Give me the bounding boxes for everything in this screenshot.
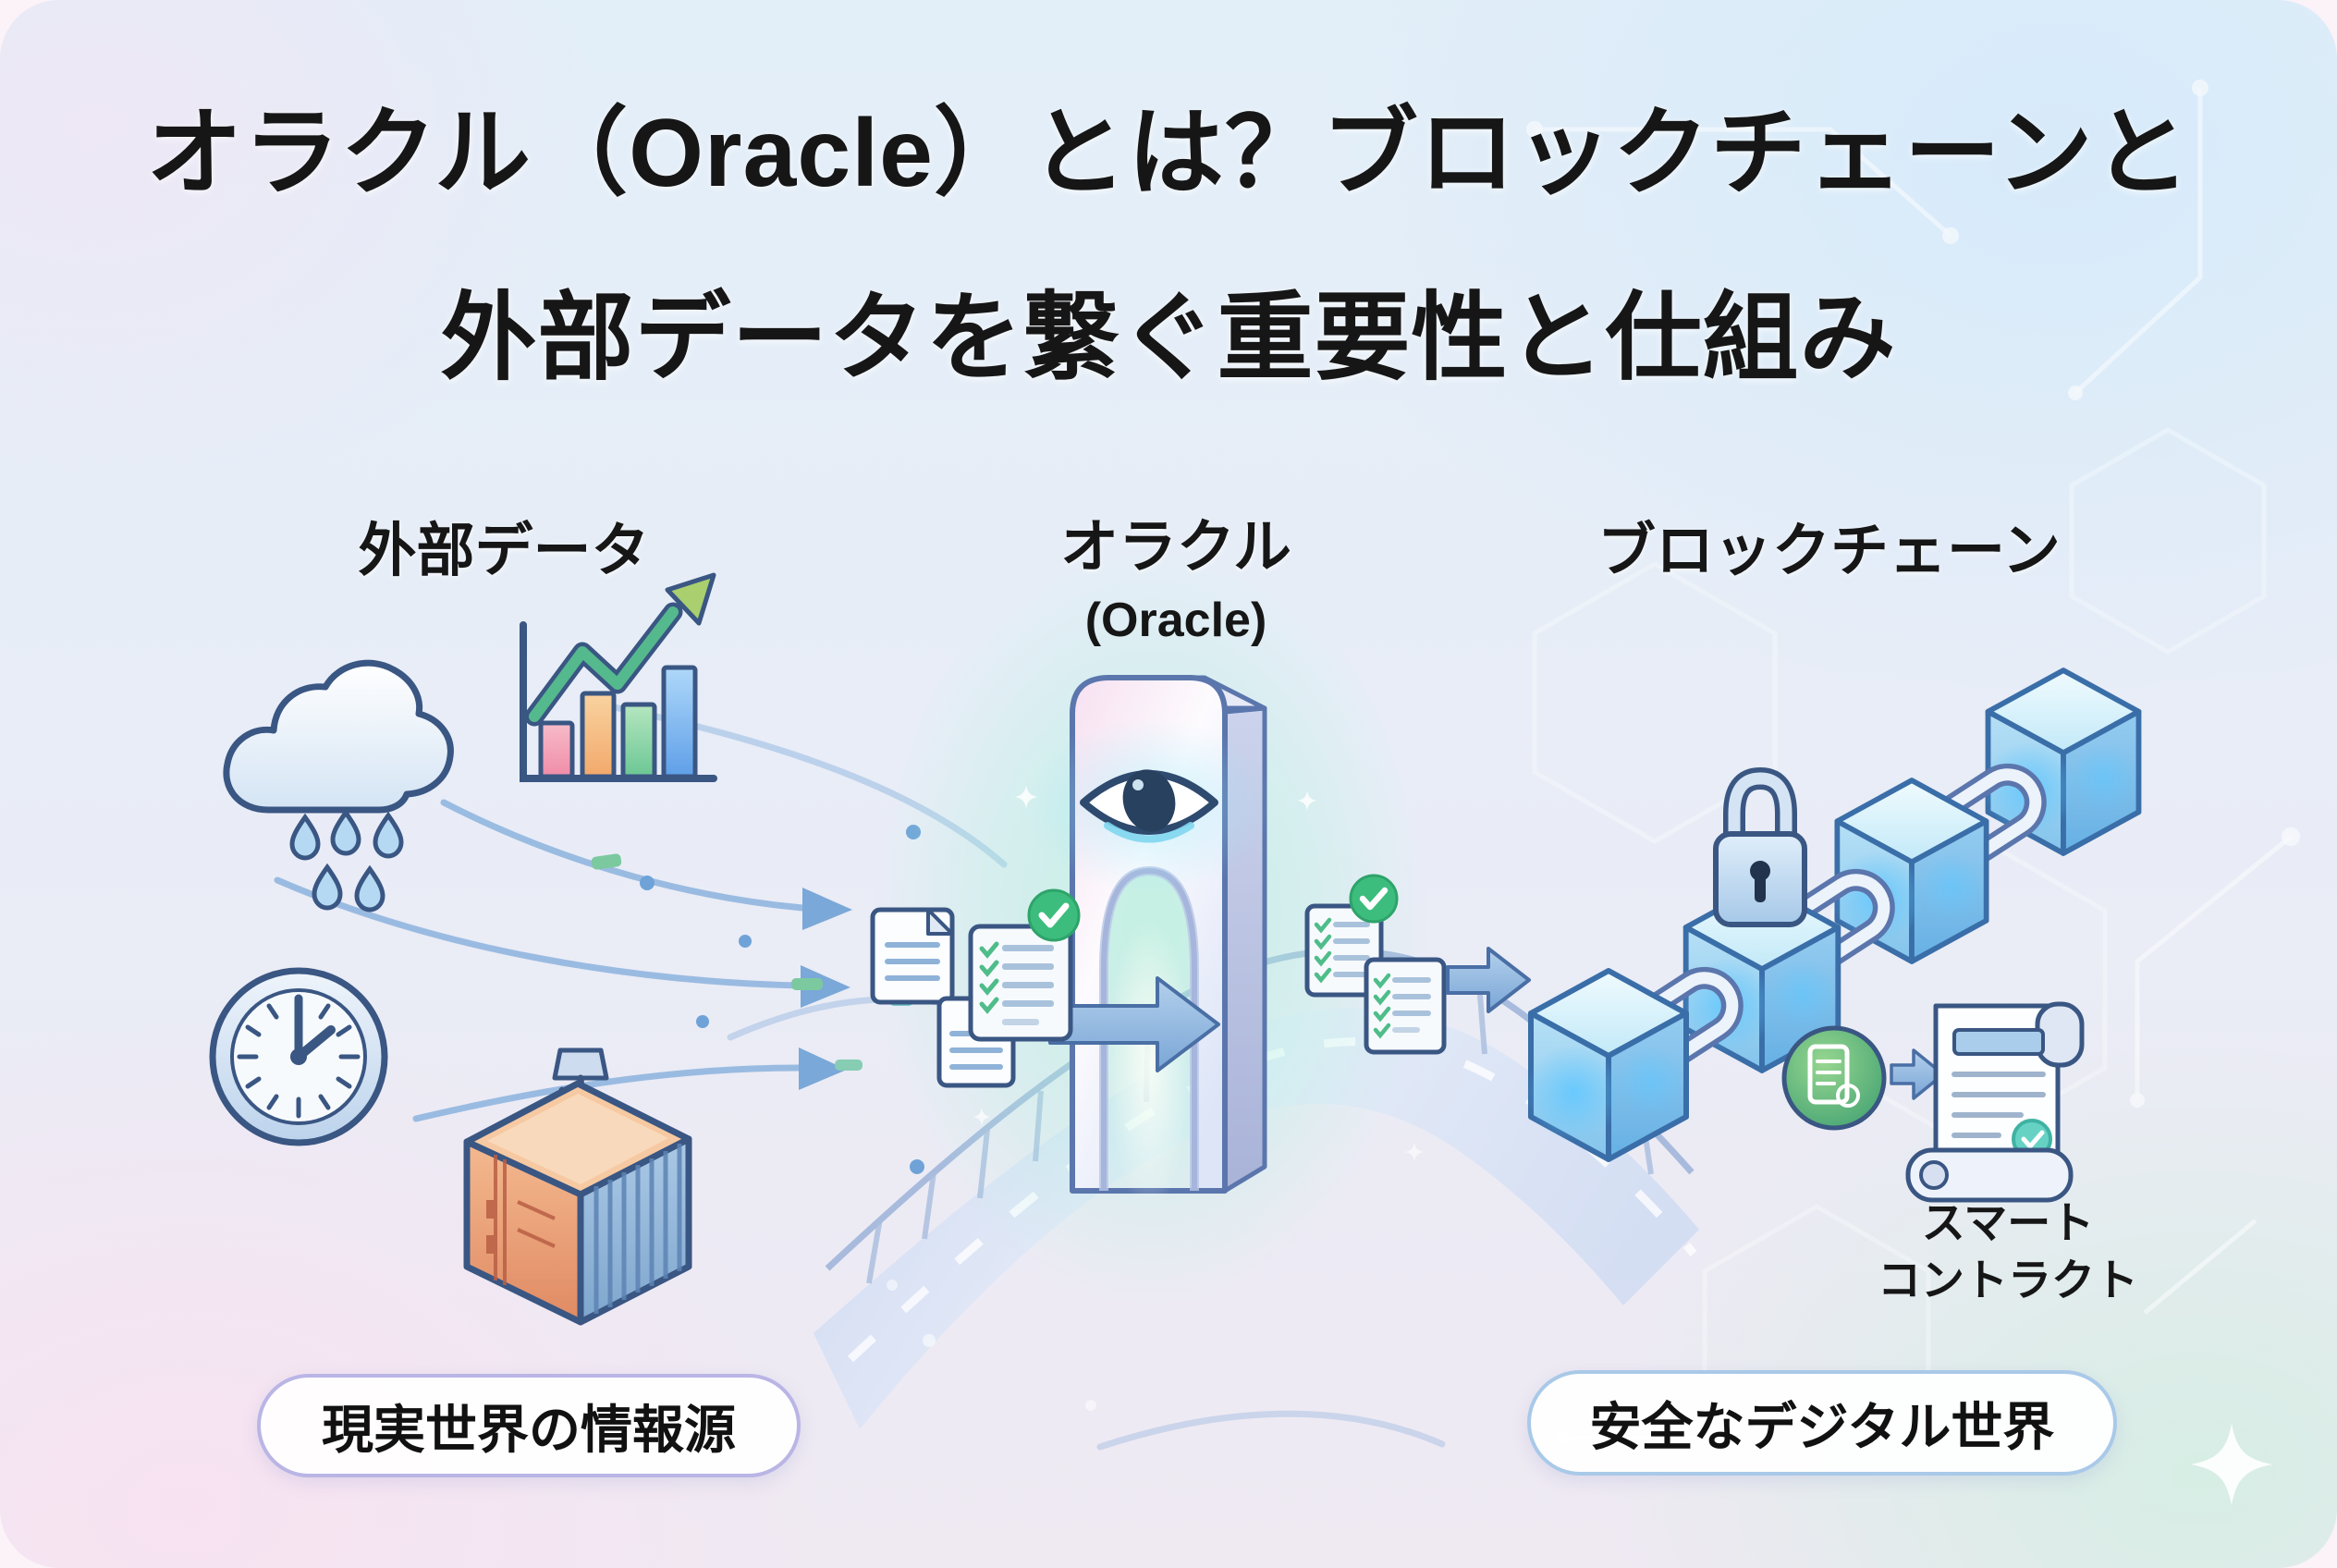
arrow-icon	[1446, 947, 1531, 1013]
verified-checklist-icon	[968, 888, 1081, 1042]
column-label-blockchain: ブロックチェーン	[1597, 519, 2061, 583]
contract-trigger-icon	[1781, 1025, 1887, 1131]
column-label-external-data: 外部データ	[358, 519, 650, 583]
container-ribs	[593, 1144, 682, 1314]
smart-contract-scroll-icon	[1905, 1001, 2085, 1203]
arrow-icon	[1890, 1048, 1945, 1100]
checkmark-badge-icon	[1349, 874, 1399, 924]
eye-icon	[1024, 717, 1274, 895]
safe-digital-world-label: 安全なデジタル世界	[1589, 1397, 2055, 1456]
stream-arrowheads	[799, 888, 852, 1090]
data-flow-arrow-icon	[1048, 976, 1220, 1072]
growth-arrow	[524, 572, 716, 727]
smart-contract-label: スマート コントラクト	[1878, 1198, 2138, 1305]
container-door-lines	[486, 1155, 556, 1285]
blockchain-chain	[1525, 668, 2142, 1162]
column-label-oracle: オラクル	[1059, 515, 1292, 580]
shipping-container-icon	[463, 1047, 692, 1326]
column-sublabel-oracle: (Oracle)	[1084, 594, 1267, 647]
verified-checklist-icon	[1304, 874, 1399, 998]
rain-drops	[289, 808, 404, 913]
document-icon	[870, 907, 955, 1005]
page-title-line-1: オラクル（Oracle）とは？ブロックチェーンと	[146, 100, 2191, 207]
real-world-sources-pill: 現実世界の情報源	[257, 1374, 801, 1477]
sparkle-icon	[887, 785, 2273, 1506]
oracle-gate-icon	[874, 545, 1428, 1304]
safe-digital-world-pill: 安全なデジタル世界	[1527, 1370, 2117, 1476]
clock-icon	[209, 967, 388, 1146]
blockchain-cube-icon	[1525, 968, 1689, 1162]
real-world-sources-label: 現実世界の情報源	[322, 1400, 736, 1459]
checkmark-badge-icon	[1027, 888, 1081, 942]
rain-cloud-icon	[223, 659, 454, 913]
circuit-lines	[1526, 80, 2300, 1445]
verified-checklist-icon	[1364, 957, 1447, 1055]
page-title-line-2: 外部データを繋ぐ重要性と仕組み	[440, 285, 1897, 392]
padlock-icon	[1713, 767, 1807, 927]
growth-chart-icon	[520, 572, 717, 782]
